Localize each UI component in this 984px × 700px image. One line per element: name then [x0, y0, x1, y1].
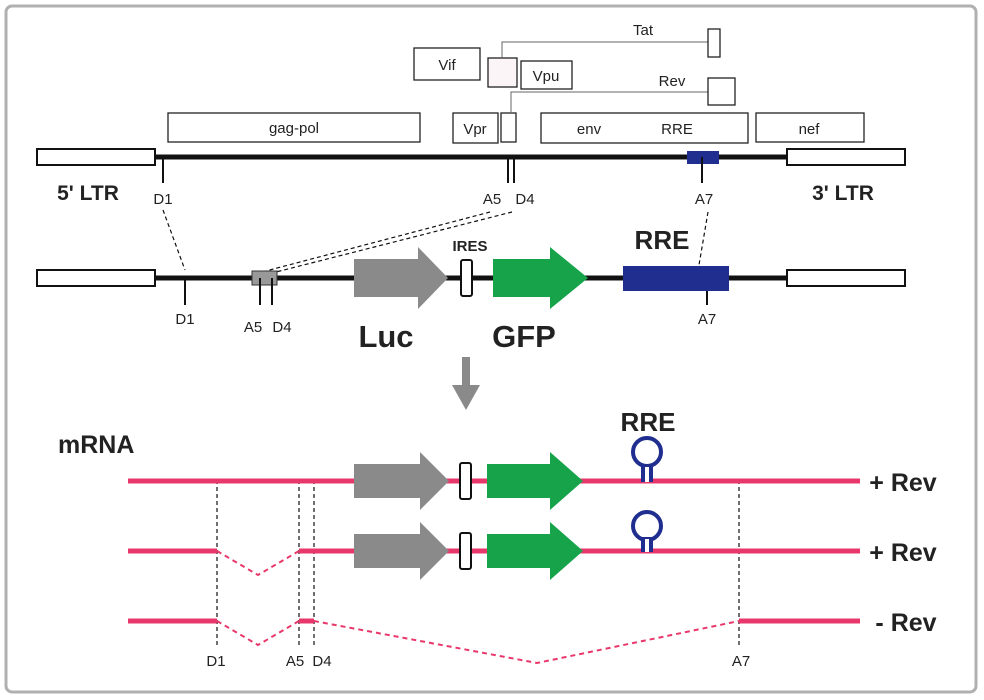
down-arrow: [452, 357, 480, 410]
construct-a5-label: A5: [244, 319, 262, 336]
mrna-row1-gfp-arrow: [487, 452, 583, 510]
mrna-title: mRNA: [58, 431, 134, 459]
hiv-genome-map: gag-pol Vif Vpr Vpu env RRE nef Tat Rev …: [36, 22, 906, 208]
mrna-d4-label: D4: [312, 653, 331, 670]
mrna-row1-rev-label: + Rev: [869, 469, 937, 497]
map-line-a7: [698, 211, 709, 266]
rev-exon2-box: [707, 77, 736, 106]
mrna-row3-intron1: [216, 620, 300, 647]
tat-exon2-box: [707, 28, 721, 58]
mrna-rre-label: RRE: [621, 407, 676, 437]
mrna-row3-intron2: [313, 620, 740, 665]
ltr-5-box: [36, 148, 156, 166]
mrna-d1-label: D1: [206, 653, 225, 670]
gfp-arrow: [493, 247, 588, 309]
reporter-construct: D1 A5 D4 A7 Luc IRES GFP RRE: [36, 225, 906, 354]
ires-box: [460, 259, 473, 297]
construct-rre-label: RRE: [635, 225, 690, 255]
ltr-3-box: [786, 148, 906, 166]
ltr-5-label: 5' LTR: [57, 182, 119, 205]
gag-pol-box: [167, 112, 421, 143]
down-arrow-head: [452, 385, 480, 410]
rre-stem-gap: [645, 467, 649, 482]
tat-exon1-box: [487, 57, 518, 88]
luc-label: Luc: [358, 319, 413, 354]
mrna-row2-luc-arrow: [354, 522, 449, 580]
rev-label: Rev: [659, 73, 686, 90]
env-rre-label: RRE: [661, 121, 693, 138]
down-arrow-shaft: [462, 357, 470, 387]
mrna-a5-label: A5: [286, 653, 304, 670]
rre-loop: [631, 436, 663, 468]
tat-splice-connector: [501, 41, 708, 58]
construct-tat-rev-exon-box: [251, 270, 278, 286]
rev-splice-connector: [510, 91, 708, 113]
vif-box: [413, 47, 481, 81]
mrna-section: mRNA RRE + Rev: [58, 407, 937, 670]
construct-d4-label: D4: [272, 319, 291, 336]
vpu-label: Vpu: [533, 68, 560, 85]
env-box: [540, 112, 749, 144]
vpr-label: Vpr: [463, 121, 486, 138]
mapping-lines: [162, 209, 709, 273]
construct-ltr-3-box: [786, 269, 906, 287]
construct-ltr-5-box: [36, 269, 156, 287]
rre-loop: [631, 510, 663, 542]
gag-pol-label: gag-pol: [269, 120, 319, 137]
vif-label: Vif: [438, 57, 456, 74]
map-line-a5: [261, 211, 491, 273]
mrna-row2-ires-box: [459, 532, 472, 570]
mrna-row3-rev-label: - Rev: [875, 609, 936, 637]
mrna-row-partially-spliced: + Rev: [128, 510, 937, 580]
mrna-row2-rre-stem-loop: [631, 510, 663, 552]
genome-d4-label: D4: [515, 191, 534, 208]
mrna-a7-label: A7: [732, 653, 750, 670]
nef-label: nef: [799, 121, 821, 138]
vpu-box: [520, 60, 573, 90]
construct-a7-label: A7: [698, 311, 716, 328]
ltr-3-label: 3' LTR: [812, 182, 874, 205]
map-line-d4: [275, 211, 513, 273]
vpr-box: [452, 112, 499, 144]
luc-arrow: [354, 247, 448, 309]
mrna-row2-intron: [216, 550, 300, 577]
ires-label: IRES: [452, 238, 487, 255]
map-line-d1: [162, 209, 186, 271]
mrna-row2-gfp-arrow: [487, 522, 583, 580]
genome-a7-label: A7: [695, 191, 713, 208]
genome-a5-label: A5: [483, 191, 501, 208]
rev-exon1-box: [500, 112, 517, 143]
mrna-row1-luc-arrow: [354, 452, 449, 510]
mrna-site-lines: [216, 480, 740, 645]
rre-stem-gap: [645, 539, 649, 552]
tat-label: Tat: [633, 22, 654, 39]
nef-box: [755, 112, 865, 143]
env-label: env: [577, 121, 602, 138]
construct-d1-label: D1: [175, 311, 194, 328]
mrna-row-fully-spliced: - Rev: [128, 609, 937, 665]
mrna-row-unspliced: + Rev: [128, 436, 937, 510]
figure-frame: [4, 4, 978, 694]
mrna-row1-ires-box: [459, 462, 472, 500]
genome-d1-label: D1: [153, 191, 172, 208]
gfp-label: GFP: [492, 319, 556, 354]
mrna-row1-rre-stem-loop: [631, 436, 663, 482]
mrna-row2-rev-label: + Rev: [869, 539, 937, 567]
construct-rre-box: [623, 266, 729, 291]
